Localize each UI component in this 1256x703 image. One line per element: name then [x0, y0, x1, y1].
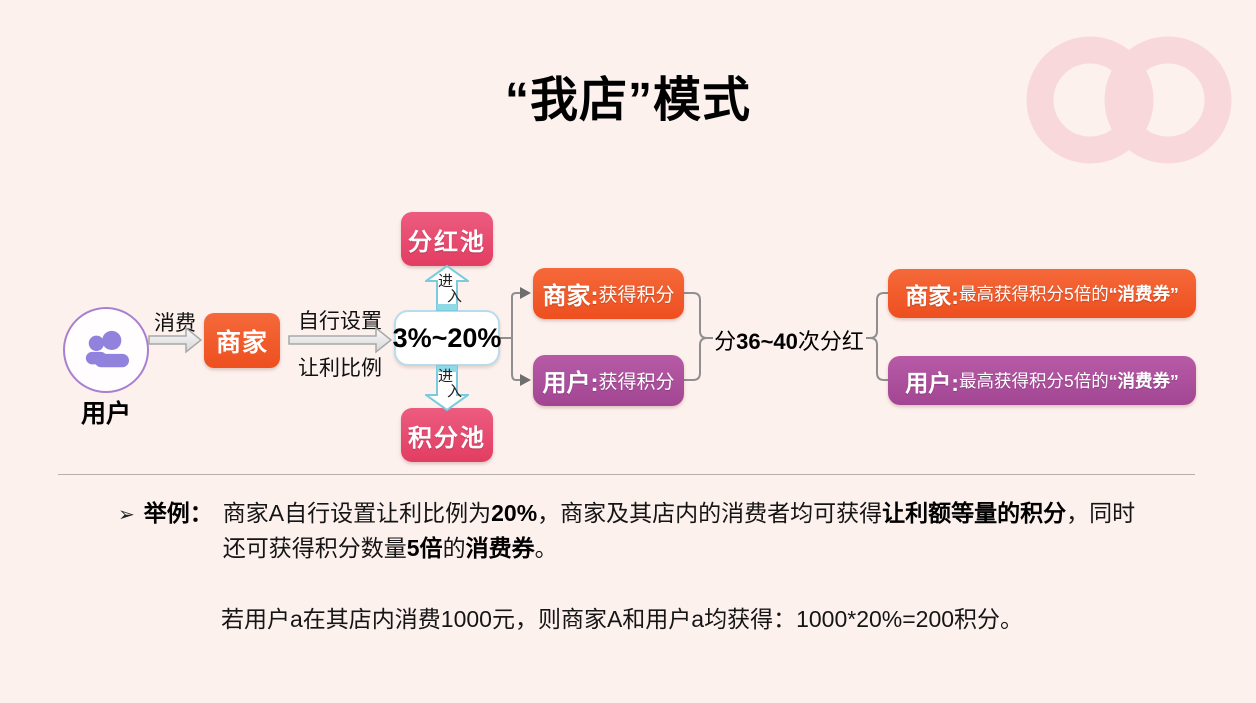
user-gain-box: 用户:获得积分: [533, 355, 684, 406]
example-seg: ，商家及其店内的消费者均可获得: [537, 500, 883, 526]
enter-down-text-1: 进: [438, 368, 454, 385]
user-gain-desc: 获得积分: [598, 372, 675, 393]
rounds-post: 次分红: [797, 329, 864, 354]
consume-arrow-icon: [148, 326, 202, 354]
merchant-box: 商家: [204, 313, 280, 368]
merchant-gain-box: 商家:获得积分: [533, 268, 684, 319]
enter-up-text-2: 入: [447, 288, 463, 305]
enter-up-text-1: 进: [438, 273, 454, 290]
arrow-bullet-icon: ➢: [118, 504, 135, 526]
example-seg-bold: 5倍: [406, 535, 443, 561]
merchant-coupon-name: 商家:: [905, 282, 959, 309]
user-avatar: [63, 307, 149, 393]
users-icon: [85, 330, 129, 368]
enter-down-arrow-icon: 进 入: [425, 365, 469, 411]
enter-up-arrow-icon: 进 入: [425, 265, 469, 311]
example-text: 商家A自行设置让利比例为20%，商家及其店内的消费者均可获得让利额等量的积分，同…: [223, 496, 1135, 566]
ratio-box: 3%~20%: [393, 310, 501, 366]
dividend-pool-box: 分红池: [401, 212, 493, 266]
set-ratio-label-bottom: 让利比例: [298, 357, 382, 380]
set-ratio-label-top: 自行设置: [298, 310, 382, 333]
example-seg: 的: [442, 535, 466, 561]
enter-down-text-2: 入: [447, 383, 463, 400]
merchant-coupon-box: 商家:最高获得积分5倍的“消费券”: [888, 269, 1196, 318]
example-note: 若用户a在其店内消费1000元，则商家A和用户a均获得：1000*20%=200…: [221, 606, 1024, 632]
user-coupon-bold: “消费券”: [1108, 371, 1179, 391]
rounds-pre: 分: [714, 329, 737, 354]
user-coupon-box: 用户:最高获得积分5倍的“消费券”: [888, 356, 1196, 405]
dividend-rounds-text: 分36~40次分红: [708, 324, 870, 356]
merchant-gain-desc: 获得积分: [598, 285, 675, 306]
merchant-coupon-bold: “消费券”: [1108, 284, 1179, 304]
example-seg-bold: 20%: [491, 500, 538, 526]
merchant-gain-name: 商家:: [542, 283, 599, 310]
rounds-bold: 36~40: [736, 329, 798, 354]
user-label: 用户: [80, 400, 131, 428]
example-label: 举例：: [143, 500, 213, 526]
user-gain-name: 用户:: [542, 370, 599, 397]
points-pool-box: 积分池: [401, 408, 493, 462]
example-seg: ，同时: [1066, 500, 1136, 526]
section-divider: [58, 474, 1195, 475]
example-seg-bold: 消费券: [465, 535, 535, 561]
example-seg-bold: 让利额等量的积分: [882, 500, 1067, 526]
example-seg: 商家A自行设置让利比例为: [222, 500, 492, 526]
example-seg: 还可获得积分数量: [222, 535, 407, 561]
example-seg: 。: [534, 535, 558, 561]
example-block: ➢ 举例： 商家A自行设置让利比例为20%，商家及其店内的消费者均可获得让利额等…: [118, 496, 1135, 566]
merchant-coupon-text: 最高获得积分5倍的: [958, 284, 1109, 304]
user-coupon-text: 最高获得积分5倍的: [958, 371, 1109, 391]
page-title: “我店”模式: [504, 74, 751, 127]
user-coupon-name: 用户:: [905, 369, 959, 396]
set-ratio-arrow-icon: [288, 326, 392, 354]
